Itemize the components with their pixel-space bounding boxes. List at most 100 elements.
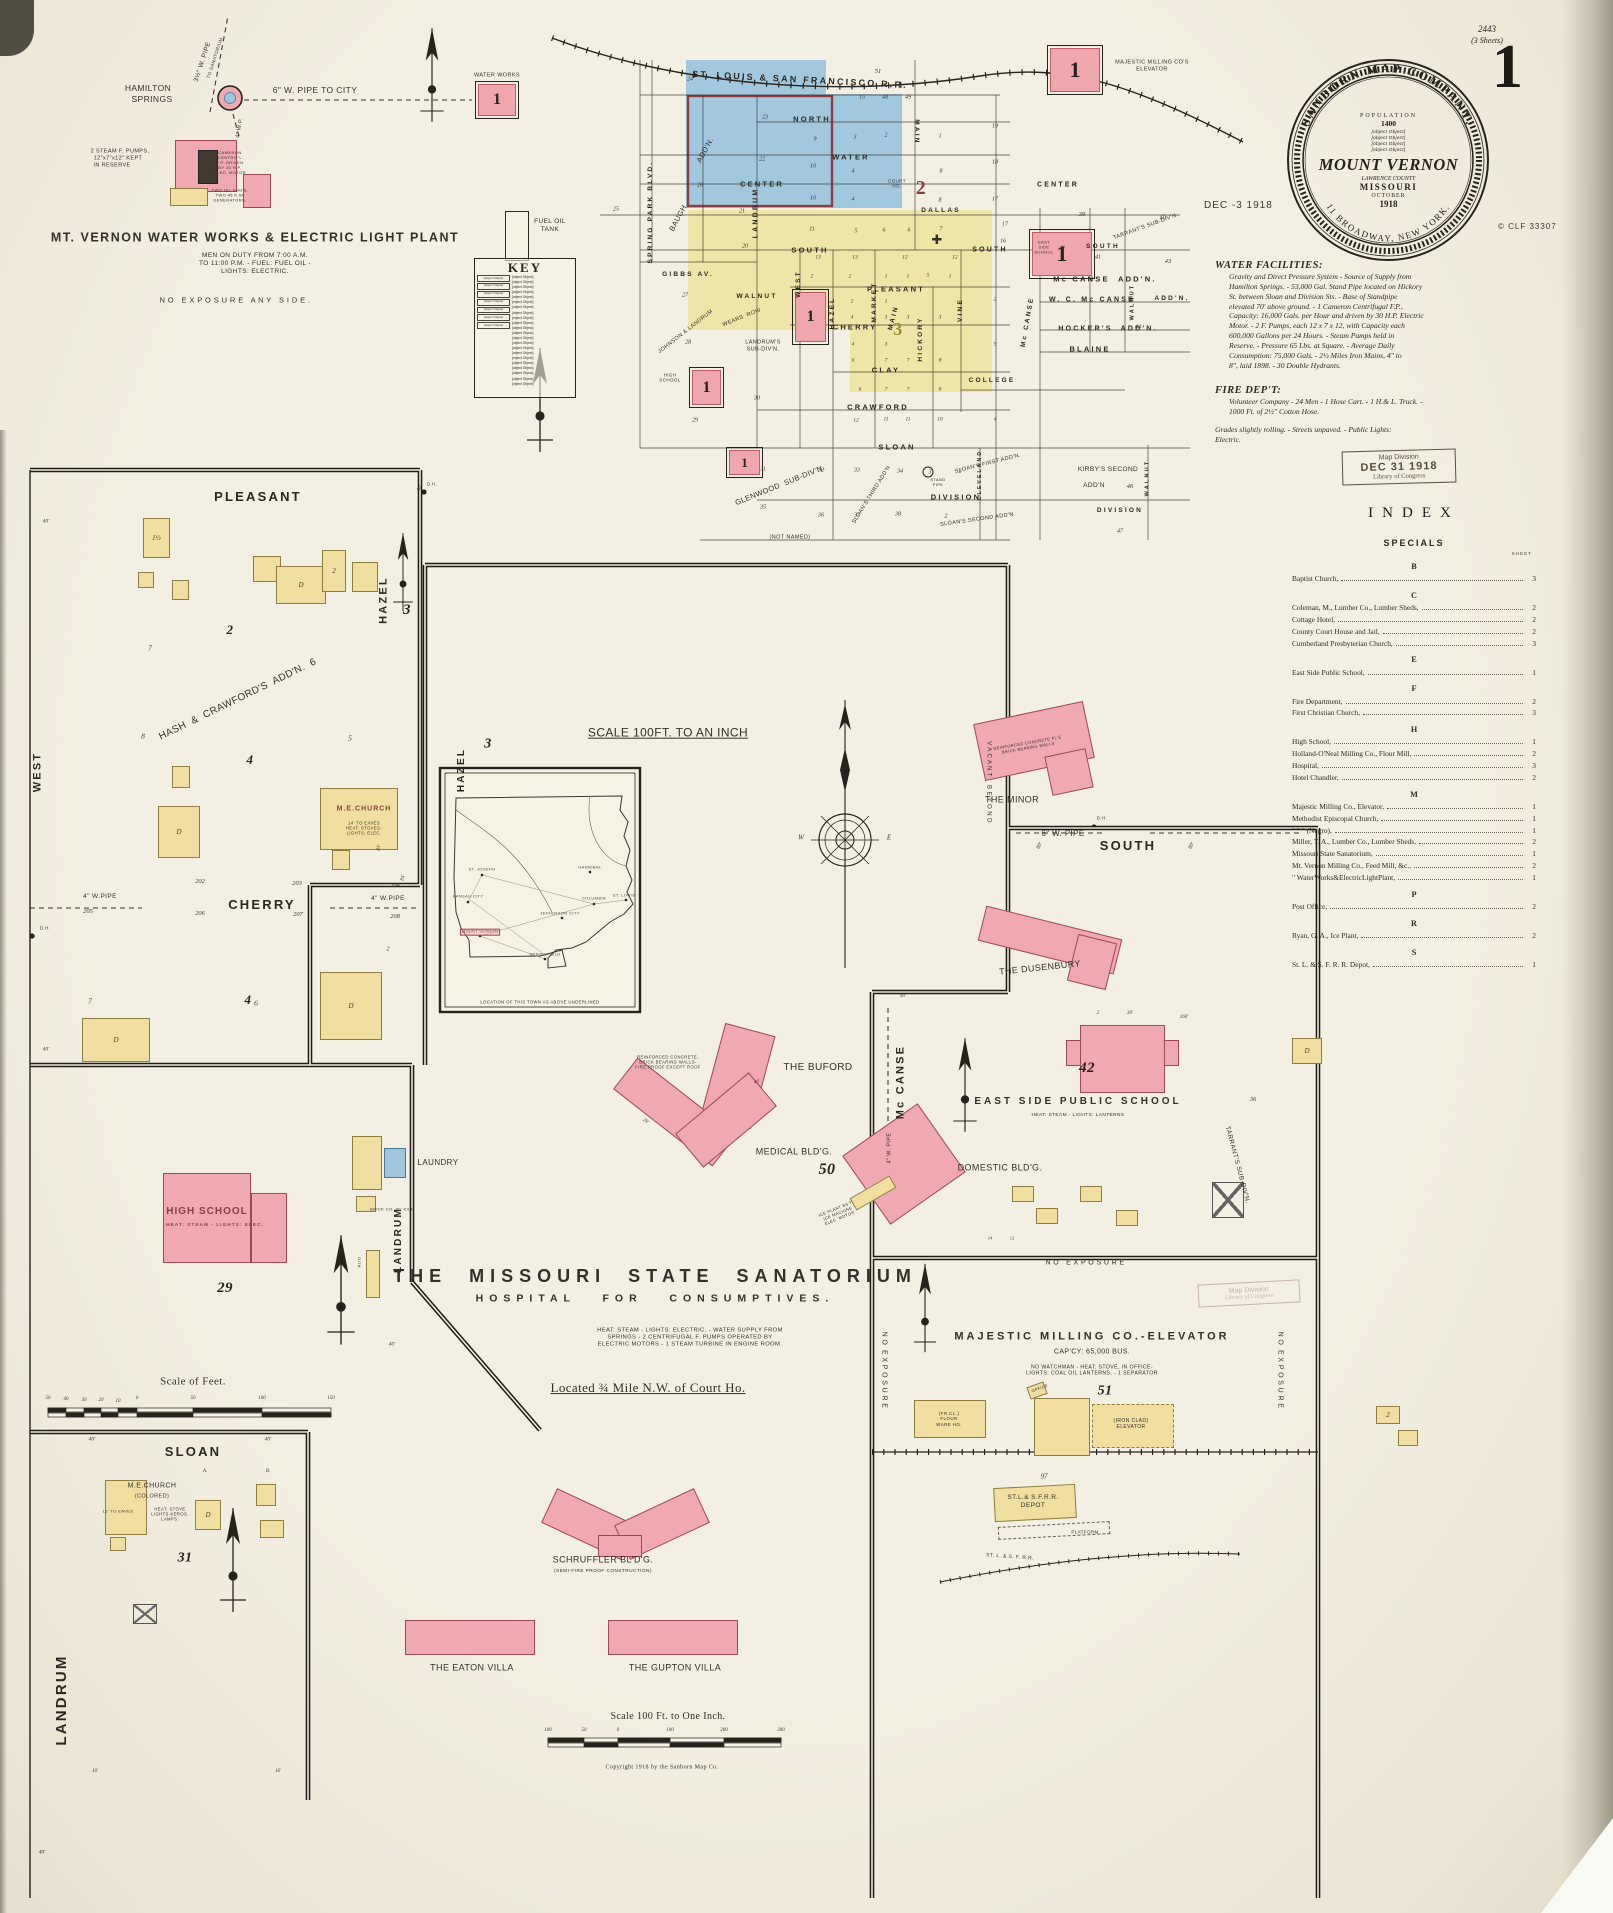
index-leader [1345, 698, 1523, 704]
building [356, 1196, 376, 1212]
building [352, 1136, 382, 1190]
map-label: 13 [852, 254, 858, 261]
seal-state: MISSOURI [1359, 182, 1418, 193]
map-label: CRAWFORD [847, 402, 909, 412]
map-label: STAND PIPE [930, 477, 946, 487]
building [1116, 1210, 1138, 1226]
map-label: SOUTH [972, 246, 1008, 254]
index-entry-sheet: 2 [1532, 603, 1536, 613]
index-entry-name: Majestic Milling Co., Elevator, [1292, 801, 1385, 811]
map-label: LANDRUM'S SUB-DIV'N. [745, 339, 781, 352]
map-label: 33 [854, 467, 860, 474]
fire-dept-title: FIRE DEP'T: [1215, 385, 1282, 396]
map-label: Scale 100 Ft. to One Inch. [610, 1710, 726, 1722]
building-label: D [348, 1002, 354, 1010]
building [1034, 1398, 1090, 1456]
map-label: 32 [818, 467, 824, 474]
index-leader [1413, 862, 1523, 869]
map-label: 5 [926, 272, 930, 279]
map-label: 6 [882, 227, 886, 234]
building: 2 [1376, 1406, 1400, 1424]
map-label: FUEL OIL TANK [534, 218, 566, 233]
map-label: Copyright 1918 by the Sanborn Map Co. [605, 1764, 719, 1771]
key-symbol: [object Object] [477, 298, 510, 306]
map-label: 2 [810, 273, 814, 280]
key-row: [object Object] [512, 320, 534, 325]
map-label: 204 [390, 882, 400, 890]
map-label: 50 [190, 1395, 196, 1401]
index-entry-sheet: 3 [1532, 638, 1536, 648]
map-label: 15 [859, 94, 865, 101]
index-entry-name: Post Office, [1292, 901, 1328, 911]
map-label: HOCKER'S ADD'N. [1058, 325, 1158, 333]
scan-edge-left [0, 430, 7, 1913]
index-entry-name: County Court House and Jail, [1292, 626, 1380, 636]
building [138, 572, 154, 588]
map-label: 40' [38, 1849, 46, 1856]
scale-bar-feet [47, 1407, 332, 1418]
building: D [1292, 1038, 1322, 1064]
map-label: 3 [893, 319, 903, 340]
key-row: [object Object] [512, 325, 534, 330]
index-row: " WaterWorks&ElectricLightPlant, 1 [1292, 872, 1536, 884]
map-label: 20 [742, 243, 748, 250]
key-row: [object Object] [512, 376, 534, 381]
map-label: 37 [854, 512, 860, 519]
index-leader [1381, 815, 1523, 821]
map-label: 12 [902, 254, 908, 261]
map-label: Located ¾ Mile N.W. of Court Ho. [550, 1380, 746, 1396]
index-row: Cumberland Presbyterian Church, 3 [1292, 638, 1536, 650]
seal-population-value: 1400 [1381, 118, 1396, 128]
building-label: D [113, 1036, 119, 1044]
key-row: [object Object] [512, 295, 534, 300]
map-label: MOUNT VERNON [460, 928, 500, 936]
map-label: 40 [63, 1396, 69, 1402]
sheet-marker: 1 [688, 366, 725, 409]
map-label: 24 [687, 76, 693, 83]
index-leader [1414, 750, 1523, 757]
map-label: PLATFORM [1071, 1529, 1099, 1535]
map-label: THE GUPTON VILLA [628, 1662, 722, 1673]
map-label: HAMILTON [124, 82, 172, 93]
map-label: 20 [98, 1397, 104, 1403]
map-label: 160' [1179, 1014, 1189, 1020]
key-row: [object Object] [512, 315, 534, 320]
map-label: 10 [115, 1398, 121, 1404]
index-row: Methodist Episcopal Church, 1 [1292, 813, 1536, 825]
sheet-marker-number: 1 [1056, 241, 1068, 266]
building [163, 1173, 251, 1263]
map-label: 1 [938, 133, 942, 140]
map-label: DIVISION [930, 492, 982, 502]
building [1164, 1040, 1179, 1066]
key-row: [object Object] [512, 351, 534, 356]
map-label: 6 [907, 227, 911, 234]
map-label: 14 [987, 1235, 993, 1241]
index-row: High School, 1 [1292, 736, 1536, 748]
map-label: 9 [993, 341, 997, 348]
index-row: Missouri State Sanatorium, 1 [1292, 848, 1536, 860]
map-label: CLEVELAND [976, 449, 983, 501]
map-label: 5 [854, 228, 858, 235]
index-row: Hotel Chandler, 2 [1292, 772, 1536, 784]
sheet-marker-number: 1 [806, 308, 815, 325]
map-key: KEY [object Object][object Object][objec… [474, 258, 576, 398]
map-label: THE MINOR [984, 794, 1040, 805]
map-label: SOUTH [1086, 243, 1120, 251]
index-entry-name: E [1411, 655, 1417, 665]
sheet-marker-number: 1 [702, 378, 711, 396]
map-label: 18 [992, 159, 998, 166]
map-label: 2 [850, 298, 854, 305]
index-row: Coleman, M., Lumber Co., Lumber Sheds, 2 [1292, 602, 1536, 614]
map-label: NO WATCHMAN - HEAT: STOVE, IN OFFICE- LI… [1026, 1364, 1158, 1377]
map-label: ST. JOSEPH [468, 866, 496, 872]
map-label: EAST SIDE SCHOOL [1034, 239, 1054, 255]
index-entry-sheet: 1 [1532, 801, 1536, 811]
map-label: 16' [274, 1768, 282, 1774]
index-entry-name: S [1411, 947, 1417, 957]
map-label: HAZEL [455, 747, 467, 793]
map-label: 8 [141, 731, 145, 741]
map-label: 12 [853, 417, 859, 424]
key-row: [object Object] [512, 330, 534, 335]
sheet-marker-number: 1 [493, 91, 501, 108]
building [198, 150, 218, 184]
